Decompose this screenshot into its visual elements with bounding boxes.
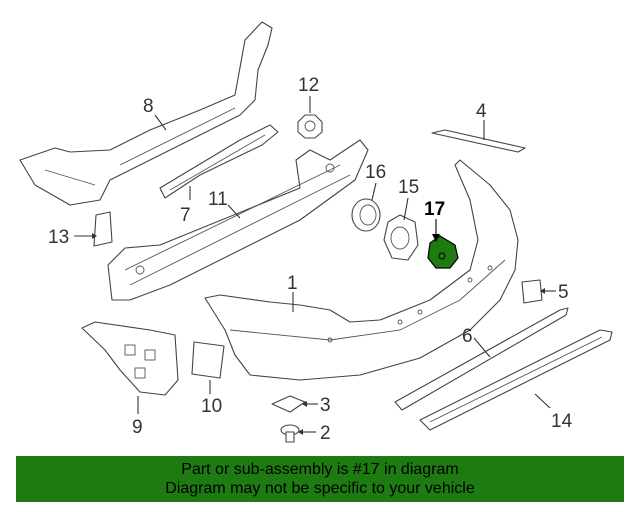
callout-10: 10 bbox=[201, 396, 222, 417]
leader-15 bbox=[403, 197, 409, 221]
leader-11 bbox=[227, 204, 241, 219]
part-15-sensor-holder bbox=[383, 214, 419, 261]
leader-6 bbox=[473, 337, 491, 358]
callout-5: 5 bbox=[558, 282, 569, 303]
part-7-bracket bbox=[159, 124, 279, 199]
parts-diagram: 8 12 4 7 11 16 15 bbox=[19, 21, 613, 444]
callout-4: 4 bbox=[476, 101, 487, 122]
callout-3: 3 bbox=[320, 395, 331, 416]
banner-line-1: Part or sub-assembly is #17 in diagram bbox=[181, 461, 459, 478]
part-10-plate bbox=[191, 341, 225, 379]
arrow-17 bbox=[432, 234, 440, 242]
arrow-3 bbox=[302, 401, 307, 407]
part-17-highlighted-bracket bbox=[427, 235, 459, 269]
callout-14: 14 bbox=[551, 411, 573, 432]
part-16-ring bbox=[351, 198, 381, 232]
part-6-long-trim bbox=[394, 307, 569, 411]
part-8-absorber bbox=[19, 21, 273, 206]
part-13-pad bbox=[93, 211, 113, 247]
callout-1: 1 bbox=[287, 273, 298, 294]
part-2-screw bbox=[280, 424, 300, 443]
part-1-bumper-cover bbox=[204, 159, 519, 381]
callout-13: 13 bbox=[48, 227, 69, 248]
callout-15: 15 bbox=[398, 177, 419, 198]
callout-6: 6 bbox=[462, 326, 473, 347]
part-5-bracket bbox=[521, 279, 543, 304]
callout-12: 12 bbox=[298, 75, 319, 96]
info-banner: Part or sub-assembly is #17 in diagram D… bbox=[16, 456, 624, 502]
part-11-impact-bar bbox=[107, 139, 369, 301]
part-3-clip bbox=[271, 395, 306, 413]
callout-2: 2 bbox=[320, 423, 331, 444]
arrow-2 bbox=[298, 429, 303, 435]
leader-8 bbox=[154, 114, 167, 131]
part-4-trim-strip bbox=[431, 129, 526, 153]
callout-8: 8 bbox=[143, 96, 154, 117]
leader-16 bbox=[371, 182, 377, 201]
leader-14 bbox=[534, 393, 551, 409]
callout-11: 11 bbox=[208, 189, 228, 210]
arrow-13 bbox=[92, 233, 97, 239]
callout-16: 16 bbox=[365, 162, 386, 183]
callout-7: 7 bbox=[180, 205, 191, 226]
part-12-nut bbox=[297, 114, 323, 139]
part-14-lower-trim bbox=[419, 329, 613, 431]
banner-line-2: Diagram may not be specific to your vehi… bbox=[165, 480, 475, 497]
part-9-side-bracket bbox=[81, 321, 179, 396]
callout-9: 9 bbox=[132, 417, 143, 438]
callout-17: 17 bbox=[424, 199, 445, 220]
arrow-5 bbox=[540, 288, 545, 294]
